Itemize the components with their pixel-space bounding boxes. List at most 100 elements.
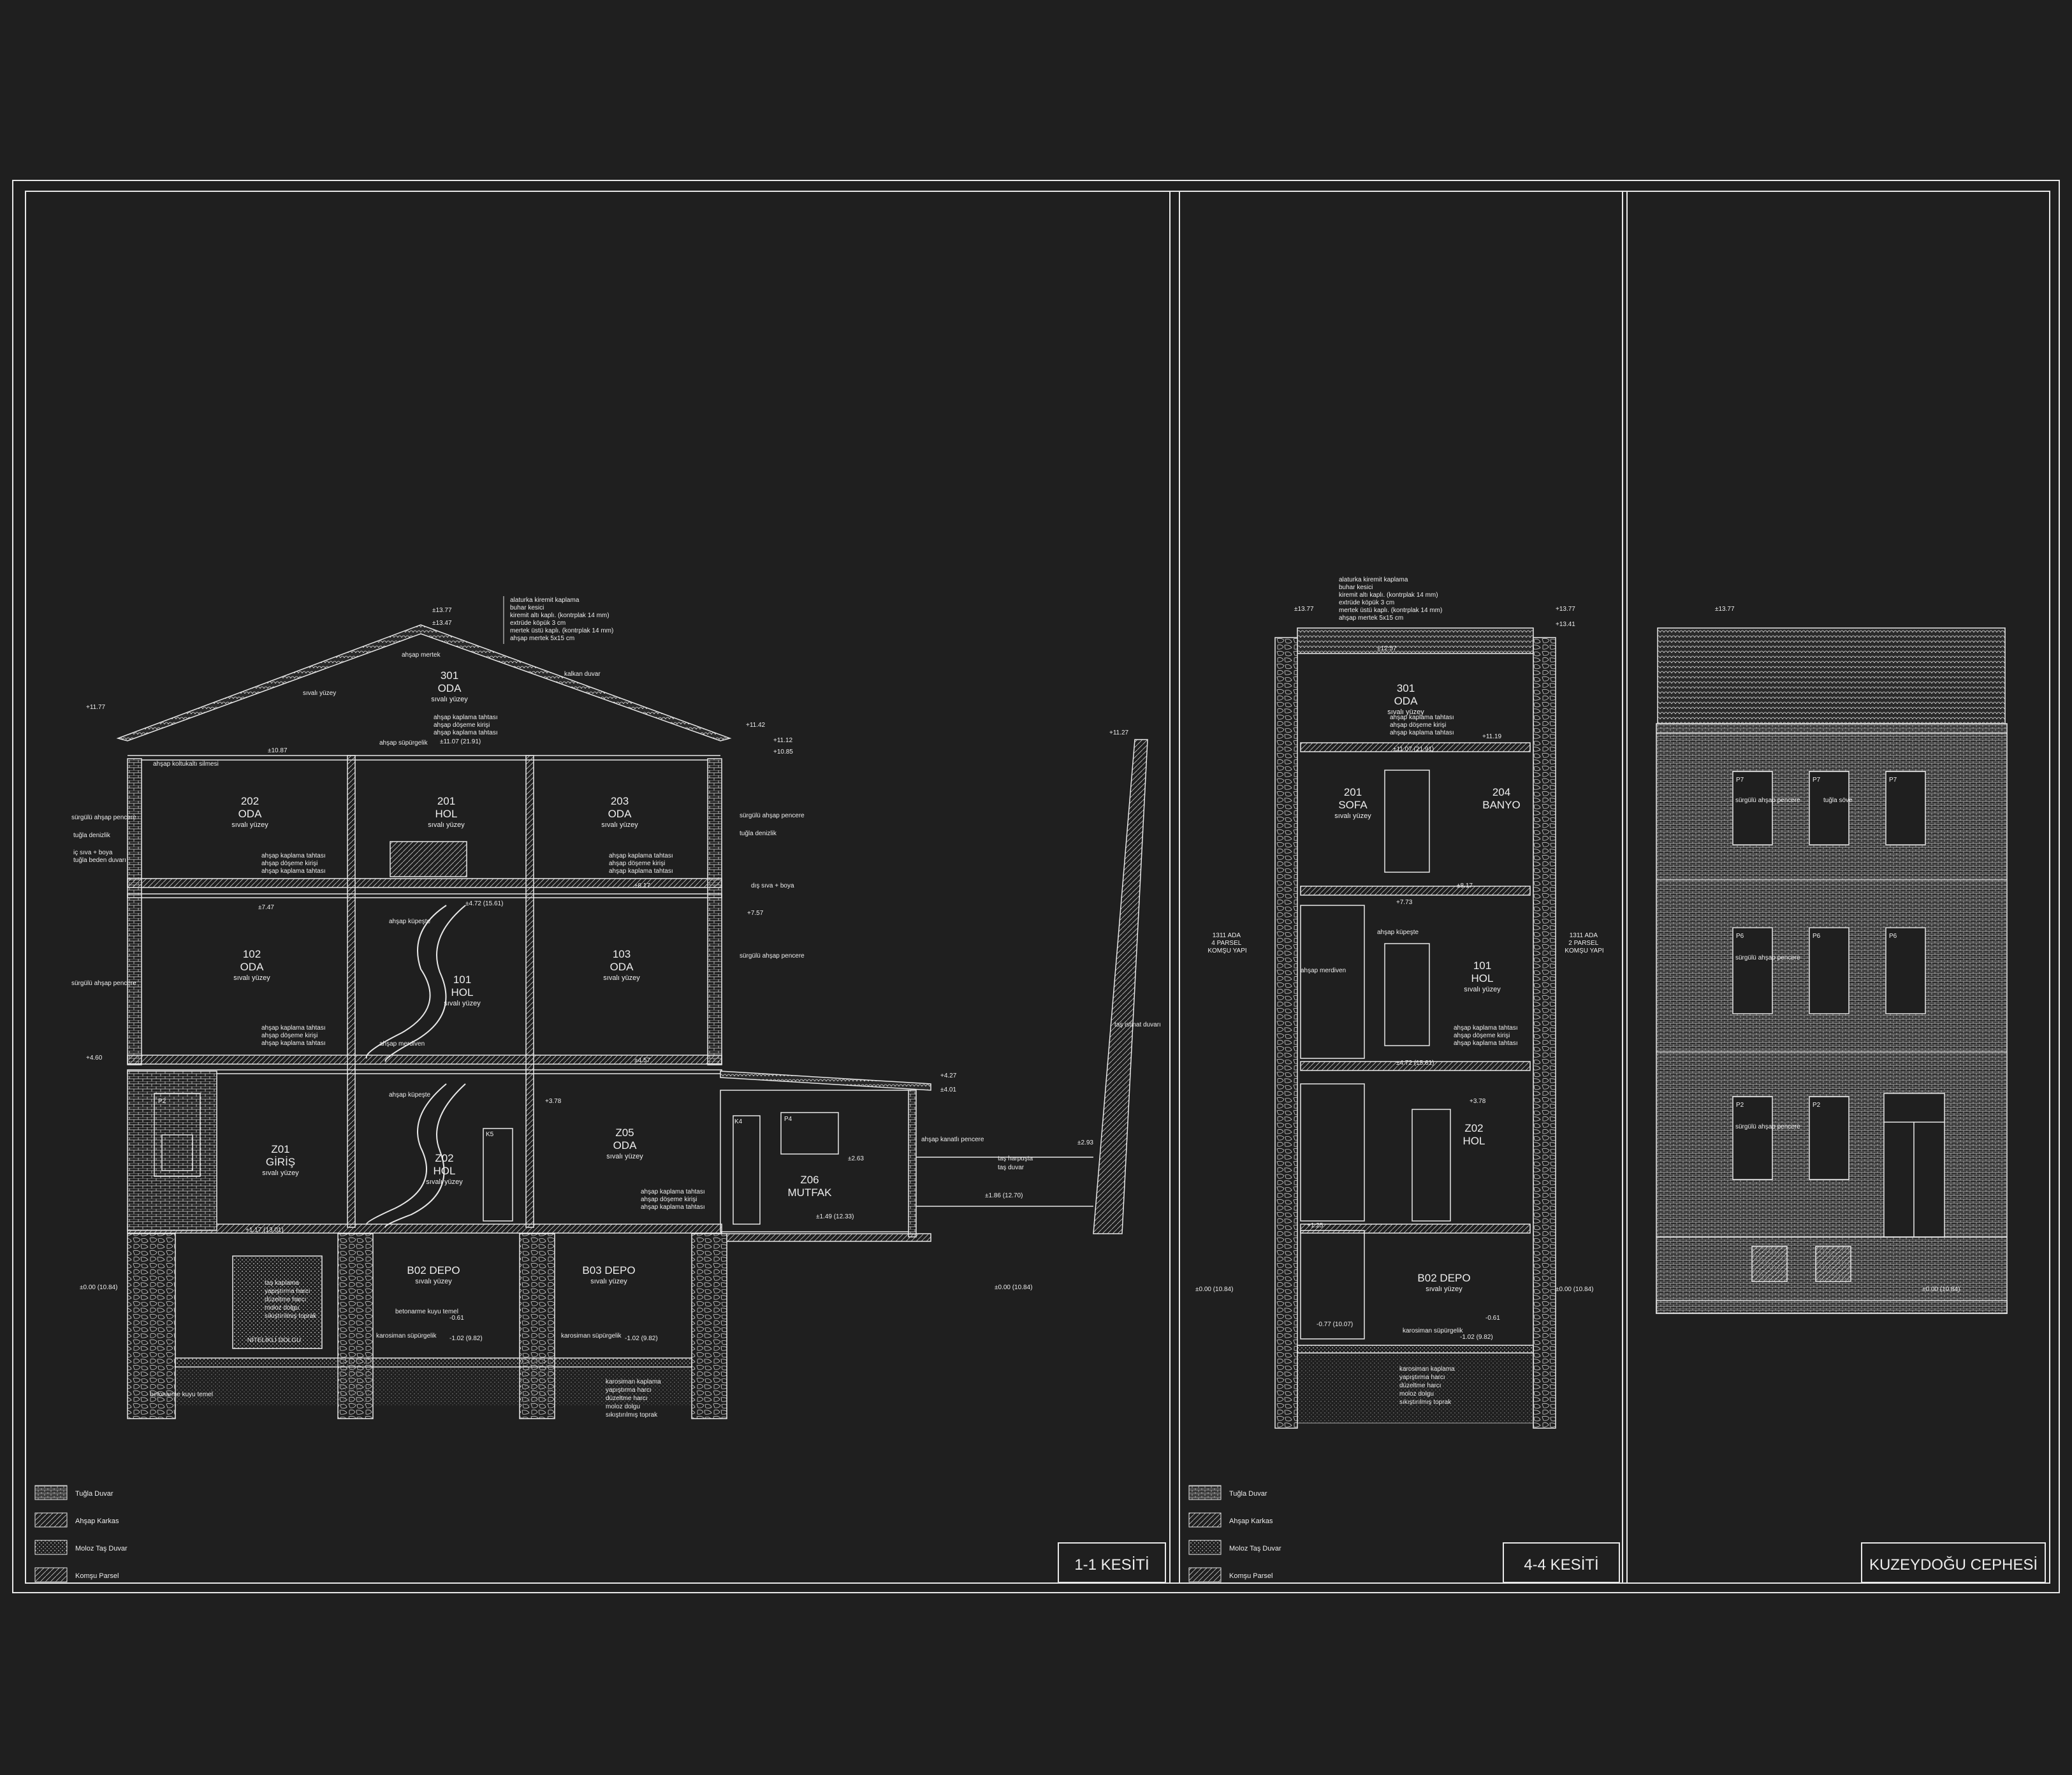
- svg-text:sıvalı yüzey: sıvalı yüzey: [601, 821, 638, 829]
- svg-text:extrüde köpük 3 cm: extrüde köpük 3 cm: [1339, 599, 1394, 606]
- window-p7-c: [1885, 771, 1926, 845]
- svg-text:düzeltme harcı: düzeltme harcı: [265, 1296, 307, 1303]
- legend-item-moloz: Moloz Taş Duvar: [34, 1540, 128, 1555]
- foundation-notes-2: karosiman kaplama yapıştırma harcı düzel…: [606, 1378, 661, 1419]
- svg-text:P6: P6: [1889, 933, 1897, 940]
- svg-text:P7: P7: [1889, 777, 1897, 784]
- label-komsu-right: 1311 ADA 2 PARSEL KOMŞU YAPI: [1565, 932, 1603, 954]
- window-p4: [780, 1112, 839, 1155]
- svg-text:+1.17 (13.01): +1.17 (13.01): [245, 1227, 284, 1234]
- stairs-4-4: [1300, 905, 1365, 1340]
- svg-text:102: 102: [243, 948, 261, 960]
- svg-text:ahşap kaplama tahtası: ahşap kaplama tahtası: [641, 1204, 705, 1211]
- svg-text:+11.27: +11.27: [1109, 729, 1129, 736]
- svg-text:ahşap döşeme kirişi: ahşap döşeme kirişi: [261, 860, 317, 867]
- elevation-roof: [1657, 627, 2006, 724]
- room-b02: B02 DEPO sıvalı yüzey: [407, 1264, 460, 1285]
- svg-text:ahşap kaplama tahtası: ahşap kaplama tahtası: [434, 729, 498, 736]
- sheet-frame: [12, 180, 2060, 1593]
- svg-text:düzeltme harcı: düzeltme harcı: [606, 1395, 648, 1402]
- svg-text:301: 301: [1397, 682, 1415, 694]
- svg-text:B02 DEPO: B02 DEPO: [407, 1264, 460, 1276]
- svg-text:sıvalı yüzey: sıvalı yüzey: [603, 974, 640, 982]
- label-merdiven-4-4: ahşap merdiven: [1301, 967, 1346, 974]
- room-b02-4-4: B02 DEPO sıvalı yüzey: [1417, 1272, 1470, 1293]
- svg-text:ODA: ODA: [608, 808, 632, 820]
- title-box-1-1: 1-1 KESİTİ: [1058, 1542, 1166, 1583]
- label-karosiman-supurgelik-2: karosiman süpürgelik: [561, 1333, 622, 1340]
- room-b03: B03 DEPO sıvalı yüzey: [582, 1264, 635, 1285]
- svg-text:yapıştırma harcı: yapıştırma harcı: [606, 1387, 652, 1394]
- svg-text:101: 101: [453, 974, 471, 986]
- section-4-4-labels: 301 ODA sıvalı yüzey 201 SOFA sıvalı yüz…: [1195, 576, 1604, 1406]
- svg-text:+13.41: +13.41: [1556, 621, 1575, 628]
- svg-text:±0.00 (10.84): ±0.00 (10.84): [1195, 1286, 1233, 1293]
- title-box-4-4: 4-4 KESİTİ: [1503, 1542, 1620, 1583]
- svg-text:±2.63: ±2.63: [848, 1155, 864, 1162]
- room-103: 103 ODA sıvalı yüzey: [603, 948, 640, 982]
- svg-text:SOFA: SOFA: [1338, 799, 1368, 811]
- svg-text:ODA: ODA: [438, 682, 462, 694]
- wall-right-4-4: [1533, 637, 1556, 1429]
- komsu-left-line2: 4 PARSEL: [1211, 940, 1241, 947]
- svg-text:HOL: HOL: [1463, 1135, 1485, 1147]
- svg-text:sürgülü ahşap pencere: sürgülü ahşap pencere: [1735, 797, 1800, 804]
- elevation-ne: [1656, 627, 2008, 1314]
- label-nitelikli-dolgu: NİTELİKLİ DOLGU: [247, 1336, 301, 1344]
- window-tag-k5: K5: [486, 1131, 494, 1138]
- label-surgulu-1: sürgülü ahşap pencere: [71, 814, 136, 821]
- svg-text:sıvalı yüzey: sıvalı yüzey: [428, 821, 465, 829]
- label-karosiman-4-4: karosiman süpürgelik: [1403, 1327, 1463, 1334]
- room-102: 102 ODA sıvalı yüzey: [233, 948, 270, 982]
- label-betonarme-2: betonarme kuyu temel: [150, 1391, 213, 1398]
- section-1-1-labels: 301 ODA sıvalı yüzey 202 ODA sıvalı yüze…: [71, 596, 1161, 1419]
- floor-notes-2: ahşap kaplama tahtası ahşap döşeme kiriş…: [434, 714, 498, 736]
- svg-text:düzeltme harcı: düzeltme harcı: [1399, 1382, 1441, 1389]
- svg-text:karosiman kaplama: karosiman kaplama: [606, 1378, 661, 1385]
- svg-text:203: 203: [611, 795, 629, 807]
- svg-text:alaturka kiremit kaplama: alaturka kiremit kaplama: [1339, 576, 1408, 583]
- svg-text:ahşap kaplama tahtası: ahşap kaplama tahtası: [1454, 1025, 1518, 1032]
- komsu-right-line2: 2 PARSEL: [1568, 940, 1598, 947]
- svg-text:+7.73: +7.73: [1396, 899, 1413, 906]
- svg-text:ahşap kaplama tahtası: ahşap kaplama tahtası: [609, 852, 673, 859]
- section-1-1: [116, 624, 1148, 1419]
- room-204-4-4: 204 BANYO: [1482, 786, 1521, 811]
- svg-text:sıvalı yüzey: sıvalı yüzey: [444, 1000, 481, 1007]
- svg-text:ahşap döşeme kirişi: ahşap döşeme kirişi: [261, 1032, 317, 1039]
- label-kupeste-2: ahşap küpeşte: [389, 1092, 430, 1099]
- roof-4-4: [1297, 627, 1534, 654]
- label-karosiman-supurgelik: karosiman süpürgelik: [376, 1333, 437, 1340]
- label-betonarme-1: betonarme kuyu temel: [395, 1308, 458, 1315]
- window-tag-p4: P4: [784, 1116, 792, 1123]
- window-p7-b: [1809, 771, 1849, 845]
- svg-text:ahşap kaplama tahtası: ahşap kaplama tahtası: [261, 1040, 326, 1047]
- svg-text:±0.00 (10.84): ±0.00 (10.84): [995, 1284, 1032, 1291]
- elevation-labels: ±13.77 ±0.00 (10.84) P7 P7 P7 P6 P6 P6 P…: [1715, 606, 1960, 1293]
- svg-text:HOL: HOL: [451, 986, 474, 998]
- svg-text:P2: P2: [1736, 1102, 1744, 1109]
- svg-text:Moloz Taş Duvar: Moloz Taş Duvar: [75, 1545, 128, 1552]
- svg-text:P6: P6: [1813, 933, 1821, 940]
- svg-text:±13.77: ±13.77: [1294, 606, 1314, 613]
- room-z01: Z01 GİRİŞ sıvalı yüzey: [262, 1143, 299, 1177]
- svg-text:-1.02 (9.82): -1.02 (9.82): [1460, 1334, 1493, 1341]
- svg-text:±1.49 (12.33): ±1.49 (12.33): [816, 1213, 854, 1220]
- svg-text:±4.57: ±4.57: [634, 1057, 650, 1064]
- svg-text:-0.77 (10.07): -0.77 (10.07): [1317, 1321, 1353, 1328]
- svg-text:sıvalı yüzey: sıvalı yüzey: [431, 696, 468, 703]
- svg-text:sıvalı yüzey: sıvalı yüzey: [231, 821, 268, 829]
- floor-notes-1: ahşap kaplama tahtası ahşap döşeme kiriş…: [261, 852, 673, 875]
- svg-text:sıvalı yüzey: sıvalı yüzey: [1464, 986, 1501, 993]
- svg-text:ODA: ODA: [613, 1139, 638, 1151]
- svg-text:kiremit altı kaplı. (kontrplak: kiremit altı kaplı. (kontrplak 14 mm): [1339, 592, 1438, 599]
- svg-text:-0.61: -0.61: [1485, 1315, 1500, 1322]
- svg-text:sıkıştırılmış toprak: sıkıştırılmış toprak: [1399, 1399, 1452, 1406]
- label-merdiven: ahşap merdiven: [379, 1041, 425, 1048]
- label-tas-duvar: taş duvar: [998, 1164, 1025, 1171]
- title-box-elevation: KUZEYDOĞU CEPHESİ: [1861, 1542, 2046, 1583]
- svg-text:MUTFAK: MUTFAK: [788, 1187, 833, 1199]
- svg-text:Ahşap Karkas: Ahşap Karkas: [75, 1517, 119, 1525]
- svg-text:moloz dolgu: moloz dolgu: [265, 1304, 299, 1311]
- svg-text:±4.72 (15.61): ±4.72 (15.61): [1396, 1060, 1434, 1067]
